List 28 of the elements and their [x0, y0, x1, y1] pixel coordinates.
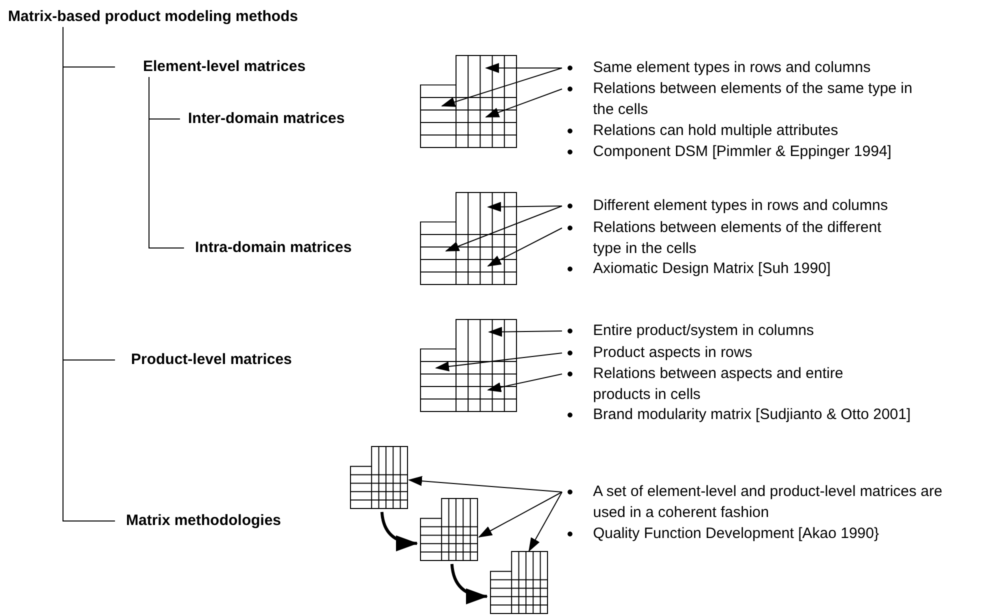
leader-arrow: [478, 492, 562, 538]
leader-arrow: [528, 492, 562, 552]
category-heading: Inter-domain matrices: [180, 109, 345, 129]
category-heading: Element-level matrices: [115, 57, 306, 77]
matrix-drawing: [420, 192, 517, 285]
leader-arrow: [487, 374, 562, 392]
matrix-drawing: [420, 498, 478, 561]
matrix-drawing: [490, 551, 548, 614]
leader-arrow: [485, 63, 562, 73]
matrix-drawing: [420, 55, 517, 148]
leader-arrow: [487, 228, 562, 266]
leader-arrow: [487, 202, 562, 212]
leader-arrow: [485, 88, 562, 118]
leader-arrow: [488, 326, 562, 337]
leader-arrow: [435, 352, 562, 372]
tree-connector: [148, 76, 184, 248]
category-heading: Matrix methodologies: [115, 511, 282, 531]
leader-arrow: [408, 476, 562, 492]
category-heading: Intra-domain matrices: [184, 238, 352, 258]
curved-arrow: [450, 564, 488, 604]
matrix-drawing: [420, 319, 517, 412]
tree-connector: [62, 26, 116, 522]
title-heading: Matrix-based product modeling methods: [8, 7, 298, 27]
leader-arrow: [445, 206, 562, 252]
matrix-drawing: [350, 446, 408, 509]
curved-arrow: [380, 512, 418, 550]
leader-arrow: [441, 68, 562, 107]
category-heading: Product-level matrices: [115, 350, 292, 370]
